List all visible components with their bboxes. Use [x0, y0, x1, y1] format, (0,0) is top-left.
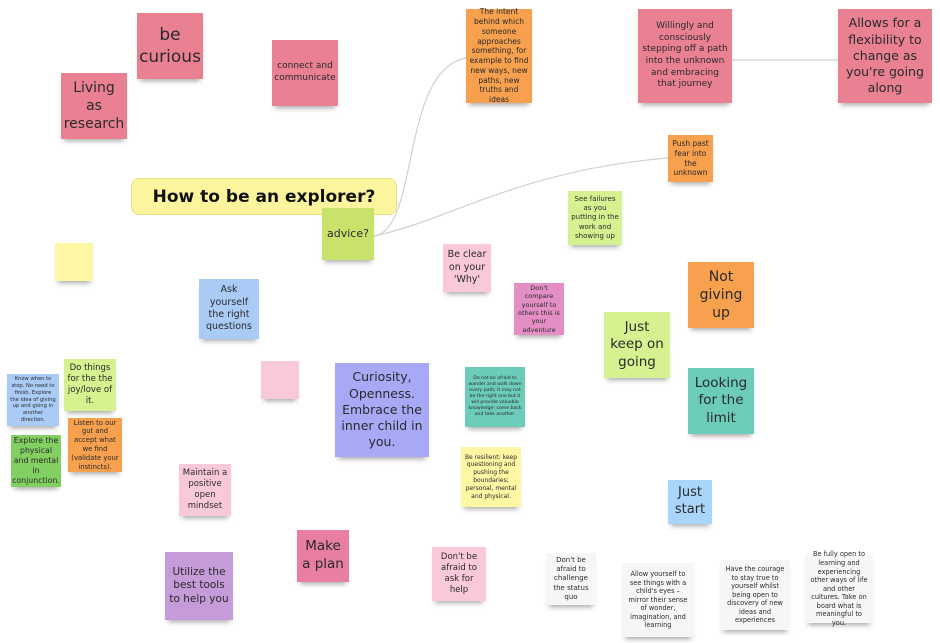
- note-text: Be resilient: keep questioning and pushi…: [464, 453, 518, 500]
- note-ask-for-help[interactable]: Don't be afraid to ask for help: [432, 547, 486, 601]
- note-connect-communicate[interactable]: connect and communicate: [272, 40, 338, 106]
- connector-advice-to-push-past[interactable]: [373, 157, 669, 237]
- note-be-resilient[interactable]: Be resilient: keep questioning and pushi…: [461, 447, 521, 507]
- note-ask-yourself[interactable]: Ask yourself the right questions: [199, 279, 259, 339]
- note-text: Willingly and consciously stepping off a…: [642, 20, 728, 90]
- note-text: Not giving up: [699, 268, 743, 322]
- note-empty-yellow[interactable]: [55, 243, 93, 281]
- note-allows-flexibility[interactable]: Allows for a flexibility to change as yo…: [838, 9, 932, 103]
- note-challenge-status-quo[interactable]: Don't be afraid to challenge the status …: [546, 553, 596, 605]
- note-be-clear-why[interactable]: Be clear on your 'Why': [443, 244, 491, 292]
- note-courage-true[interactable]: Have the courage to stay true to yoursel…: [720, 560, 790, 630]
- note-be-curious[interactable]: be curious: [137, 13, 203, 79]
- note-text: See failures as you putting in the work …: [571, 195, 619, 240]
- note-text: Make a plan: [302, 538, 344, 572]
- note-make-a-plan[interactable]: Make a plan: [297, 530, 349, 582]
- note-living-as-research[interactable]: Living as research: [61, 73, 127, 139]
- note-push-past-fear[interactable]: Push past fear into the unknown: [668, 135, 713, 182]
- note-childs-eyes[interactable]: Allow yourself to see things with a chil…: [622, 563, 694, 637]
- note-see-failures[interactable]: See failures as you putting in the work …: [568, 191, 622, 245]
- note-text: Explore the physical and mental in conju…: [12, 435, 60, 486]
- note-curiosity-openness[interactable]: Curiosity, Openness. Embrace the inner c…: [335, 363, 429, 457]
- note-text: Living as research: [63, 79, 125, 133]
- note-text: Know when to stop. No need to finish. Ex…: [10, 376, 56, 423]
- note-text: Don't be afraid to ask for help: [440, 551, 478, 596]
- note-text: Ask yourself the right questions: [206, 284, 252, 333]
- note-text: Just keep on going: [610, 318, 664, 370]
- note-text: Just start: [674, 485, 706, 517]
- note-explore-physical-mental[interactable]: Explore the physical and mental in conju…: [11, 435, 61, 487]
- note-text: Allows for a flexibility to change as yo…: [846, 15, 924, 96]
- note-empty-pink[interactable]: [261, 361, 299, 399]
- note-fully-open[interactable]: Be fully open to learning and experienci…: [805, 550, 873, 627]
- note-know-when-to-stop[interactable]: Know when to stop. No need to finish. Ex…: [7, 374, 59, 426]
- note-text: The intent behind which someone approach…: [469, 7, 529, 104]
- note-not-giving-up[interactable]: Not giving up: [688, 262, 754, 328]
- note-text: connect and communicate: [274, 61, 336, 83]
- note-advice[interactable]: advice?: [322, 208, 374, 260]
- note-text: Have the courage to stay true to yoursel…: [725, 565, 785, 625]
- note-text: Allow yourself to see things with a chil…: [628, 570, 688, 630]
- note-text: Don't be afraid to challenge the status …: [553, 556, 589, 601]
- note-listen-to-gut[interactable]: Listen to our gut and accept what we fin…: [68, 418, 122, 472]
- note-text: Utilize the best tools to help you: [169, 565, 229, 605]
- note-utilize-best-tools[interactable]: Utilize the best tools to help you: [165, 552, 233, 620]
- note-text: Maintain a positive open mindset: [182, 467, 228, 512]
- note-text: Do things for the the joy/love of it.: [67, 362, 113, 407]
- note-intent-behind[interactable]: The intent behind which someone approach…: [466, 7, 532, 104]
- note-just-start[interactable]: Just start: [668, 480, 712, 524]
- note-do-not-be-afraid-wander[interactable]: Do not be afraid to wander and walk down…: [465, 367, 525, 427]
- note-text: Be clear on your 'Why': [447, 249, 487, 286]
- note-text: Looking for the limit: [694, 374, 748, 426]
- note-text: Don't compare yourself to others this is…: [518, 283, 560, 334]
- note-just-keep-going[interactable]: Just keep on going: [604, 312, 670, 378]
- note-maintain-positive[interactable]: Maintain a positive open mindset: [179, 464, 231, 516]
- note-text: advice?: [327, 226, 369, 240]
- note-text: Listen to our gut and accept what we fin…: [71, 418, 119, 471]
- note-text: Do not be afraid to wander and walk down…: [468, 376, 522, 417]
- note-text: Be fully open to learning and experienci…: [810, 550, 868, 627]
- connector-advice-to-intent[interactable]: [373, 57, 467, 237]
- note-text: Push past fear into the unknown: [672, 139, 709, 178]
- note-text: Curiosity, Openness. Embrace the inner c…: [341, 369, 423, 450]
- note-text: be curious: [139, 24, 201, 67]
- note-willingly-stepping-off[interactable]: Willingly and consciously stepping off a…: [638, 9, 732, 103]
- note-looking-for-limit[interactable]: Looking for the limit: [688, 368, 754, 434]
- note-dont-compare[interactable]: Don't compare yourself to others this is…: [514, 283, 564, 335]
- note-do-things-joy[interactable]: Do things for the the joy/love of it.: [64, 359, 116, 411]
